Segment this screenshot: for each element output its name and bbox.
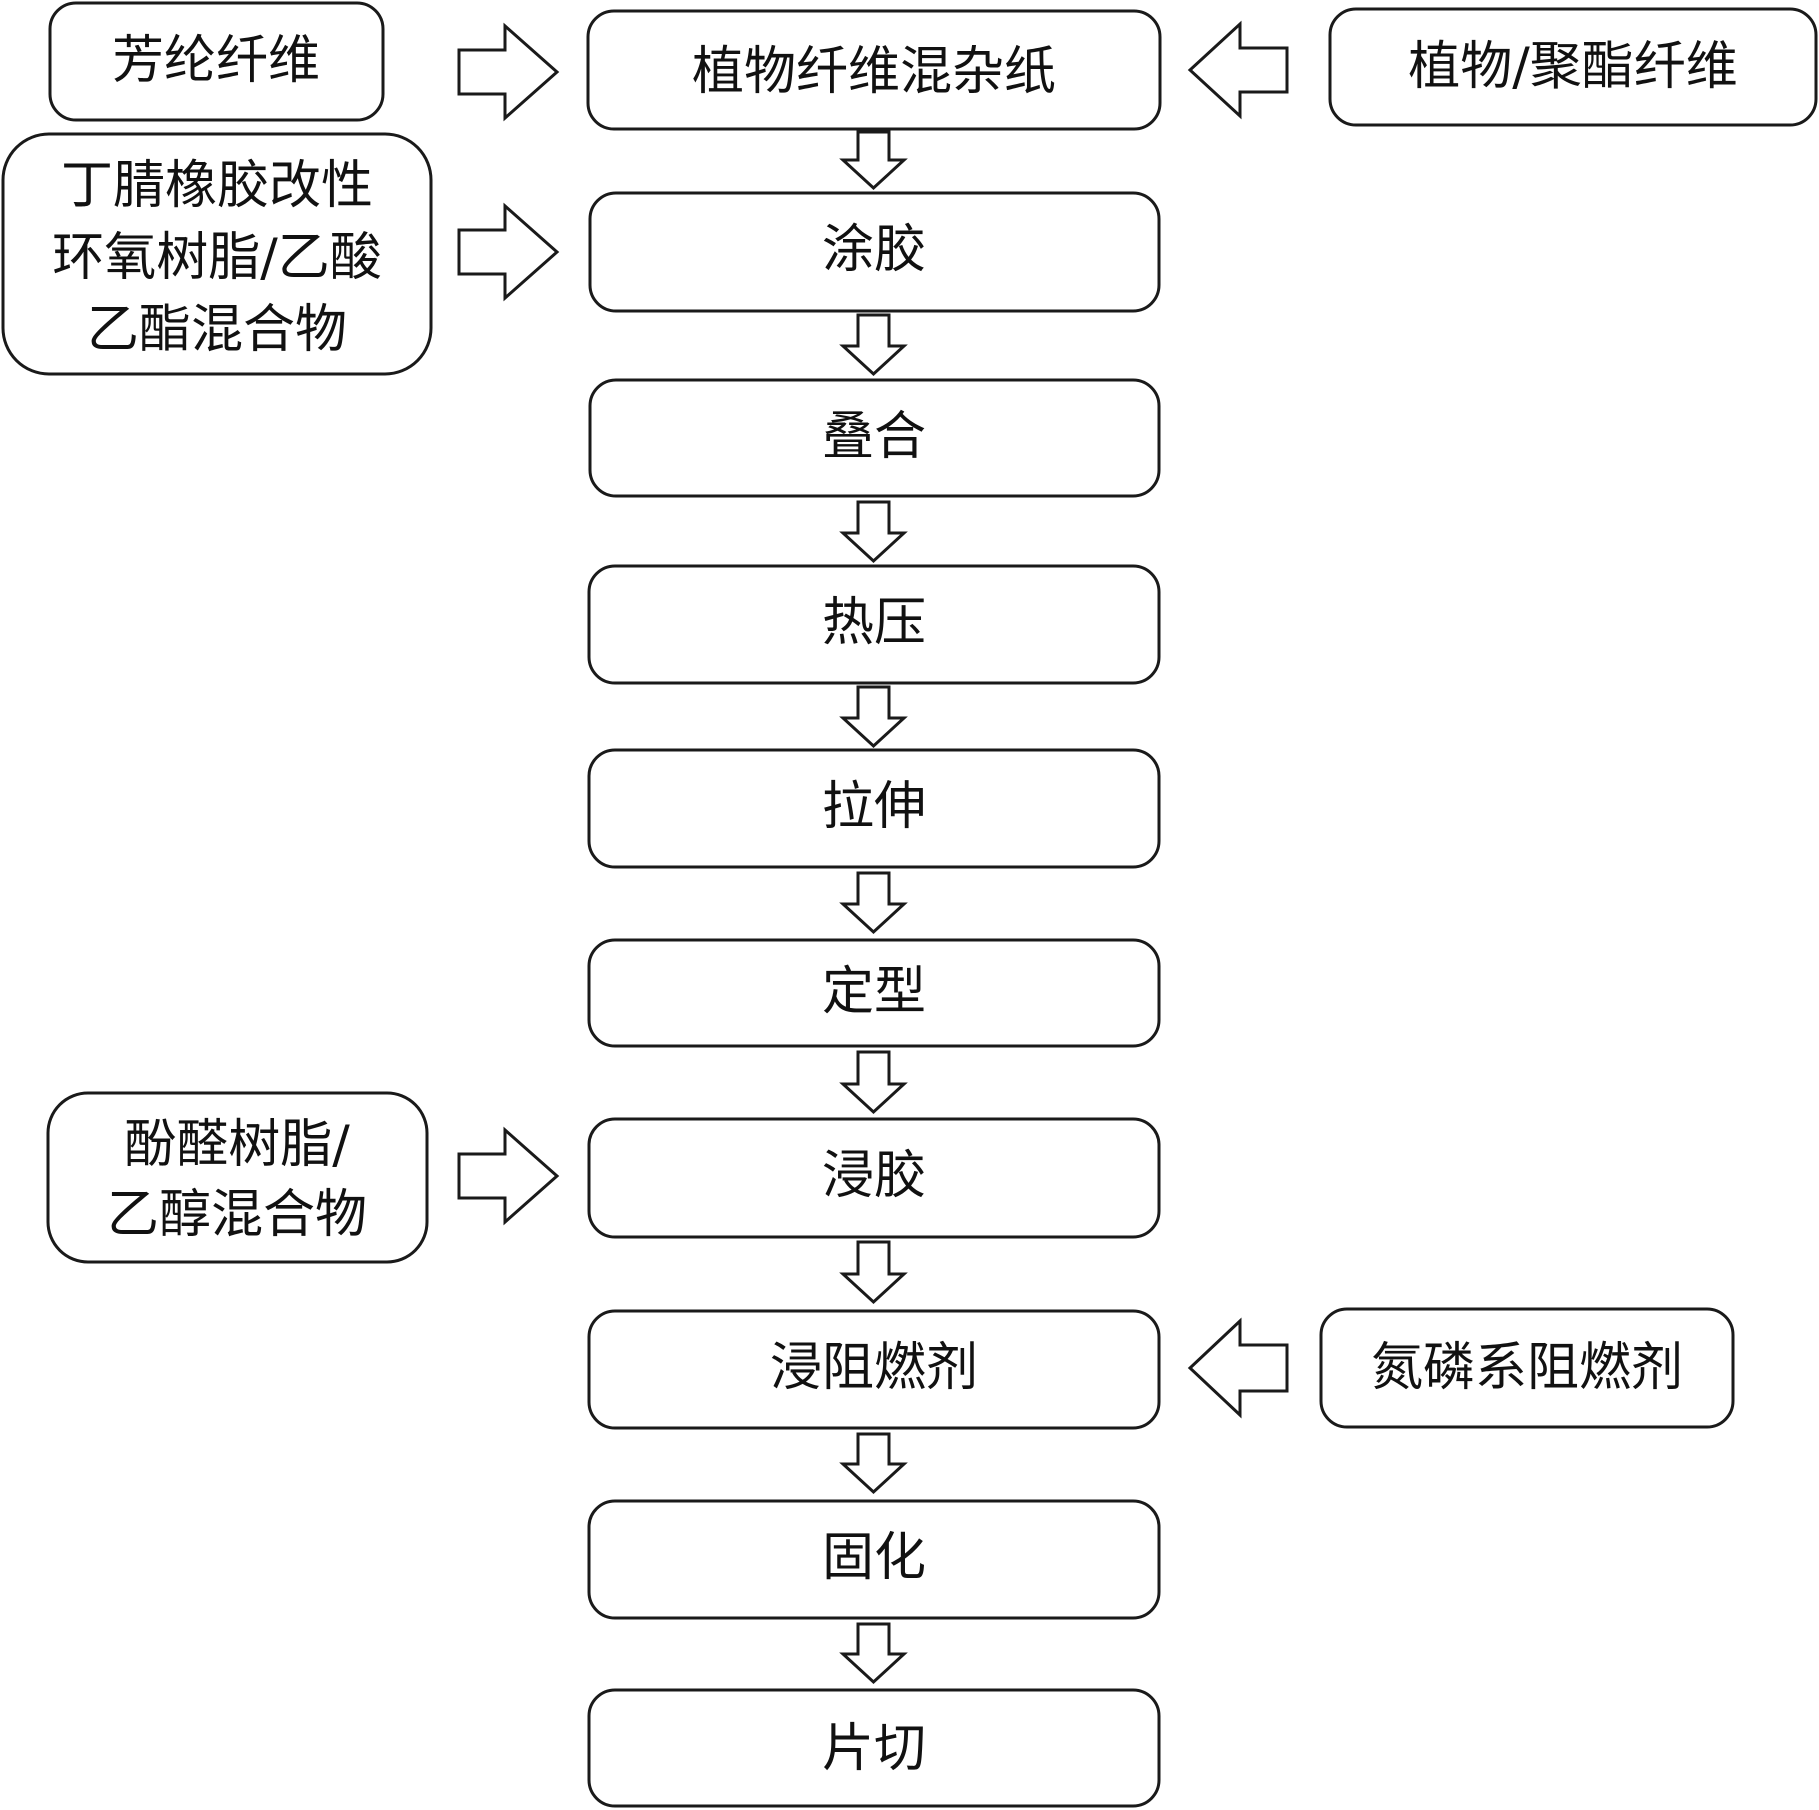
down-arrow-icon [839, 1240, 908, 1305]
left-arrow-icon [1187, 20, 1289, 120]
step-hot-pressing: 热压 [587, 564, 1161, 685]
step-hot-pressing-label: 热压 [822, 593, 926, 653]
input-adhesive-line-2: 环氧树脂/乙酸 [52, 228, 382, 288]
step-flame-retardant: 浸阻燃剂 [587, 1309, 1161, 1430]
down-arrow-icon [839, 1050, 908, 1115]
step-stretching-label: 拉伸 [822, 777, 926, 837]
step-flame-retardant-label: 浸阻燃剂 [770, 1338, 978, 1398]
step-shaping: 定型 [587, 938, 1161, 1048]
step-paper-label: 植物纤维混杂纸 [692, 42, 1056, 102]
step-stretching: 拉伸 [587, 748, 1161, 869]
input-adhesive-line-3: 乙酯混合物 [87, 300, 347, 360]
input-phenolic: 酚醛树脂/ 乙醇混合物 [46, 1091, 429, 1264]
down-arrow-icon [839, 500, 908, 564]
step-shaping-label: 定型 [822, 962, 926, 1022]
down-arrow-icon [839, 1622, 908, 1685]
right-arrow-icon [457, 1126, 560, 1226]
input-plant-polyester: 植物/聚酯纤维 [1328, 7, 1818, 127]
step-laminating-label: 叠合 [822, 407, 926, 467]
input-plant-polyester-label: 植物/聚酯纤维 [1408, 37, 1738, 97]
right-arrow-icon [457, 202, 560, 302]
down-arrow-icon [839, 685, 908, 749]
step-impregnation-label: 浸胶 [822, 1146, 926, 1206]
down-arrow-icon [839, 313, 908, 377]
step-curing-label: 固化 [822, 1528, 926, 1588]
down-arrow-icon [839, 130, 908, 191]
step-paper: 植物纤维混杂纸 [586, 9, 1162, 131]
right-arrow-icon [457, 22, 560, 122]
down-arrow-icon [839, 871, 908, 935]
down-arrow-icon [839, 1432, 908, 1495]
input-retardant-label: 氮磷系阻燃剂 [1371, 1338, 1683, 1398]
step-slicing-label: 片切 [822, 1719, 926, 1779]
step-slicing: 片切 [587, 1688, 1161, 1808]
input-aramid-label: 芳纶纤维 [112, 31, 320, 91]
input-adhesive-line-1: 丁腈橡胶改性 [61, 156, 373, 216]
input-aramid: 芳纶纤维 [48, 1, 385, 122]
step-impregnation: 浸胶 [587, 1117, 1161, 1239]
input-phenolic-line-1: 酚醛树脂/ [124, 1115, 350, 1175]
step-laminating: 叠合 [588, 378, 1161, 498]
step-curing: 固化 [587, 1499, 1161, 1620]
left-arrow-icon [1187, 1317, 1289, 1419]
step-coating: 涂胶 [588, 191, 1161, 313]
input-phenolic-line-2: 乙醇混合物 [107, 1185, 367, 1245]
step-coating-label: 涂胶 [822, 220, 926, 280]
input-retardant: 氮磷系阻燃剂 [1319, 1307, 1735, 1429]
input-adhesive: 丁腈橡胶改性 环氧树脂/乙酸 乙酯混合物 [1, 132, 433, 376]
